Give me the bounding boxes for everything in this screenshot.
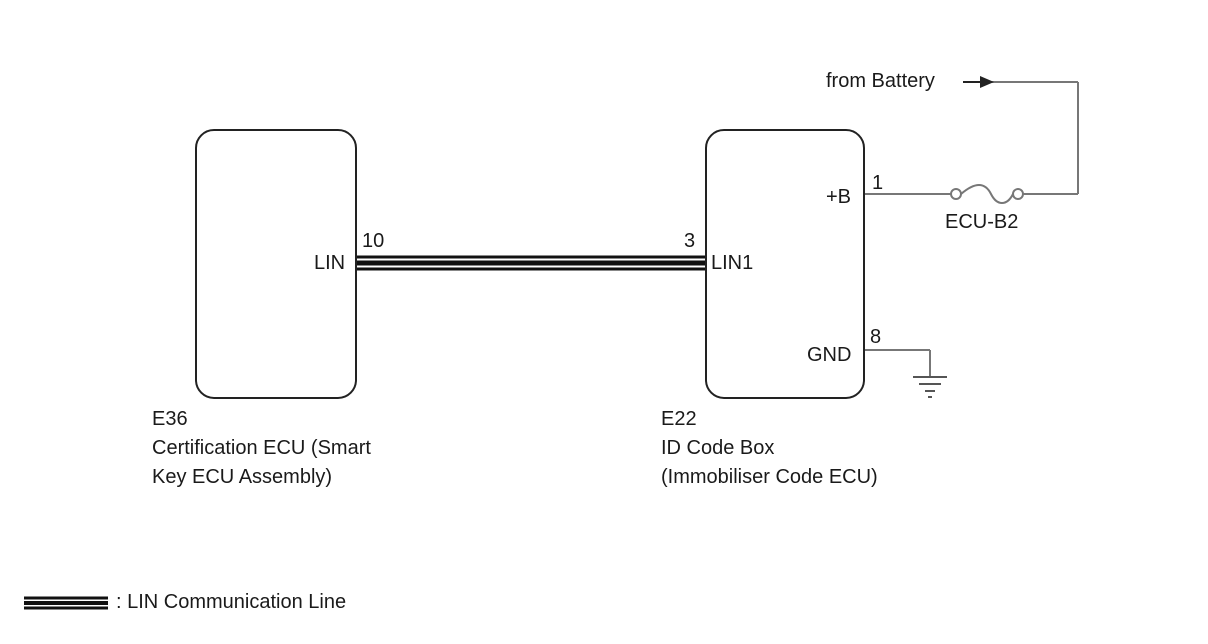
lin-communication-line: [357, 255, 705, 271]
fuse-terminal-left: [950, 188, 962, 200]
certification-ecu-box: [195, 129, 357, 399]
id-code-box: [705, 129, 865, 399]
component-code-e36: E36: [152, 408, 188, 430]
fuse-element: [960, 184, 1014, 204]
from-battery-arrow-icon: [980, 76, 994, 88]
component-name-line2: Key ECU Assembly): [152, 466, 333, 488]
ground-icon: [913, 376, 947, 398]
pin-1-number: 1: [872, 172, 884, 194]
ground-wire: [865, 349, 931, 376]
pin-b-label: +B: [826, 186, 852, 208]
power-wire: [865, 81, 1079, 204]
pin-lin1-label: LIN1: [711, 252, 754, 274]
pin-gnd-label: GND: [807, 344, 852, 366]
component-name-line2: (Immobiliser Code ECU): [661, 466, 878, 488]
id-code-box-caption: E22 ID Code Box (Immobiliser Code ECU): [661, 405, 878, 492]
legend-label: : LIN Communication Line: [116, 591, 347, 613]
pin-3-number: 3: [684, 230, 696, 252]
from-battery-label: from Battery: [826, 70, 935, 92]
certification-ecu-caption: E36 Certification ECU (Smart Key ECU Ass…: [152, 405, 371, 492]
fuse-terminal-right: [1012, 188, 1024, 200]
pin-10-number: 10: [362, 230, 385, 252]
component-code-e22: E22: [661, 408, 697, 430]
pin-8-number: 8: [870, 326, 882, 348]
component-name-line1: Certification ECU (Smart: [152, 437, 371, 459]
pin-lin-label: LIN: [314, 252, 346, 274]
component-name-line1: ID Code Box: [661, 437, 775, 459]
fuse-label: ECU-B2: [945, 211, 1019, 233]
legend-line-sample: [24, 596, 108, 610]
